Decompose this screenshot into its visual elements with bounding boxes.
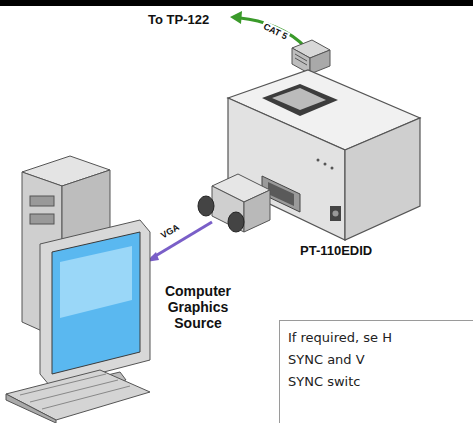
device-label: PT-110EDID bbox=[300, 243, 372, 258]
cable-label: CAT 5 bbox=[260, 21, 291, 44]
monitor bbox=[40, 220, 150, 392]
keyboard bbox=[6, 370, 150, 423]
arrow-head bbox=[230, 11, 242, 24]
note-text: If required, se H SYNC and V SYNC switc bbox=[288, 327, 392, 393]
source-label: Computer Graphics Source bbox=[156, 283, 240, 331]
note-box: If required, se H SYNC and V SYNC switc bbox=[279, 320, 473, 423]
destination-label: To TP-122 bbox=[148, 12, 209, 27]
pt110-box bbox=[228, 70, 420, 240]
top-bar bbox=[0, 0, 473, 6]
rj45-connector bbox=[292, 40, 330, 74]
cable-label: VGA bbox=[157, 221, 183, 242]
cat5-cable bbox=[240, 18, 306, 48]
